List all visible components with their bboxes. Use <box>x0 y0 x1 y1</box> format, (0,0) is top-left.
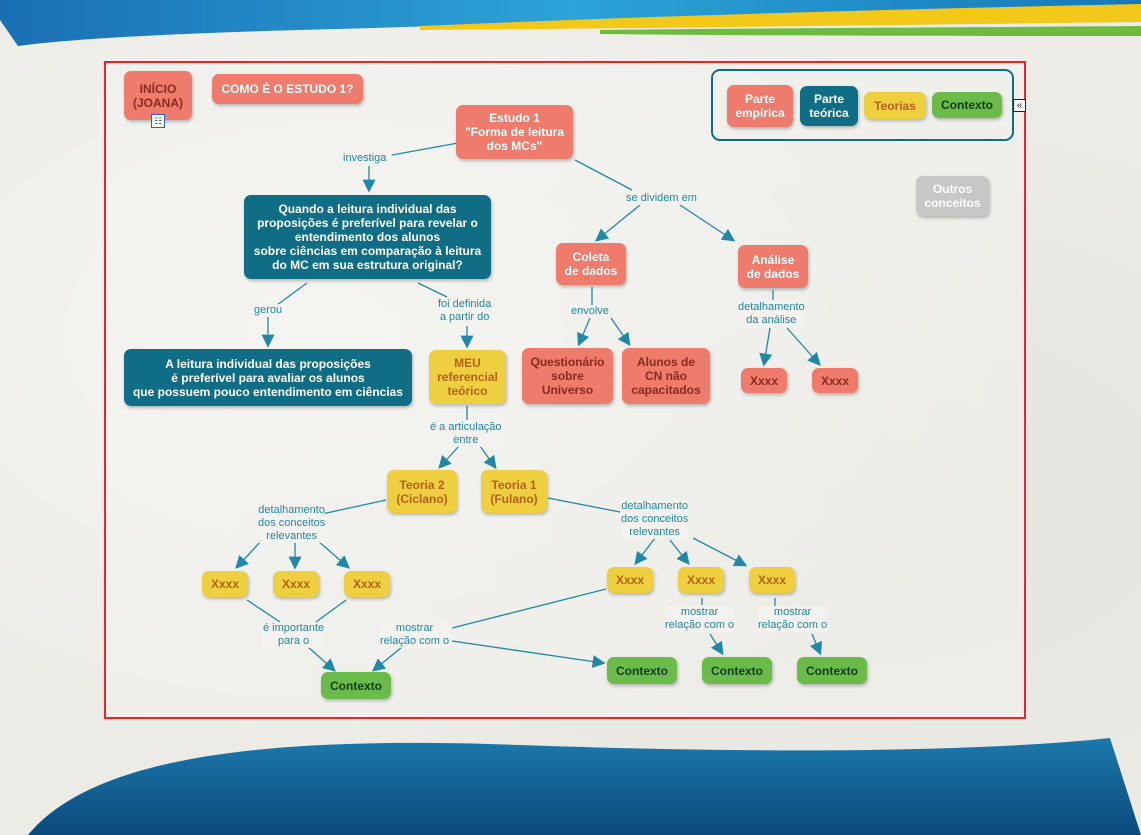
node-contexto-3[interactable]: Contexto <box>702 657 772 684</box>
node-contexto-4[interactable]: Contexto <box>797 657 867 684</box>
node-estudo-1[interactable]: Estudo 1 "Forma de leitura dos MCs" <box>456 105 573 159</box>
link-label-detalhamento-left: detalhamento dos conceitos relevantes <box>258 504 326 543</box>
node-contexto-2[interactable]: Contexto <box>607 657 677 684</box>
node-contexto-1[interactable]: Contexto <box>321 672 391 699</box>
node-coleta-de-dados[interactable]: Coleta de dados <box>556 243 626 285</box>
link-label-detalhamento-right: detalhamento dos conceitos relevantes <box>621 500 689 539</box>
legend-teorias[interactable]: Teorias <box>864 92 926 119</box>
node-outros-conceitos[interactable]: Outros conceitos <box>916 176 989 216</box>
node-xxxx-teoria1-2[interactable]: Xxxx <box>678 567 724 593</box>
node-alunos-cn[interactable]: Alunos de CN não capacitados <box>622 348 710 404</box>
node-xxxx-teoria1-1[interactable]: Xxxx <box>607 567 653 593</box>
node-xxxx-teoria2-2[interactable]: Xxxx <box>273 571 319 597</box>
node-xxxx-analise-2[interactable]: Xxxx <box>812 368 858 393</box>
legend-parte-teorica[interactable]: Parte teórica <box>800 86 858 126</box>
link-label-mostrar-mid: mostrar relação com o <box>665 606 735 632</box>
link-label-mostrar-left: mostrar relação com o <box>380 622 450 648</box>
collapse-icon[interactable]: « <box>1013 99 1026 112</box>
link-label-detalhamento-analise: detalhamento da análise <box>738 301 805 327</box>
node-teoria-1[interactable]: Teoria 1 (Fulano) <box>481 470 547 513</box>
node-meu-referencial[interactable]: MEU referencial teórico <box>429 350 506 404</box>
link-label-importante: é importante para o <box>263 622 325 648</box>
node-analise-de-dados[interactable]: Análise de dados <box>738 245 808 288</box>
node-leitura-individual[interactable]: A leitura individual das proposições é p… <box>124 349 412 406</box>
link-label-foi-definida: foi definida a partir do <box>438 298 492 324</box>
node-como-e-o-estudo[interactable]: COMO É O ESTUDO 1? <box>212 74 363 104</box>
node-xxxx-teoria2-1[interactable]: Xxxx <box>202 571 248 597</box>
node-teoria-2[interactable]: Teoria 2 (Ciclano) <box>387 470 457 513</box>
node-xxxx-analise-1[interactable]: Xxxx <box>741 368 787 393</box>
node-questionario[interactable]: Questionário sobre Universo <box>522 348 613 404</box>
link-label-envolve: envolve <box>571 305 609 318</box>
legend-parte-empirica[interactable]: Parte empírica <box>727 85 793 127</box>
node-pergunta-pesquisa[interactable]: Quando a leitura individual das proposiç… <box>244 195 491 279</box>
node-xxxx-teoria1-3[interactable]: Xxxx <box>749 567 795 593</box>
node-inicio[interactable]: INÍCIO (JOANA) <box>124 71 192 120</box>
legend-contexto[interactable]: Contexto <box>932 92 1002 118</box>
link-label-investiga: investiga <box>343 152 387 165</box>
link-label-mostrar-right: mostrar relação com o <box>758 606 828 632</box>
link-label-articulacao: é a articulação entre <box>430 421 502 447</box>
submap-icon[interactable]: ☷ <box>151 114 165 128</box>
link-label-se-dividem: se dividem em <box>626 192 697 205</box>
node-xxxx-teoria2-3[interactable]: Xxxx <box>344 571 390 597</box>
link-label-gerou: gerou <box>254 304 283 317</box>
